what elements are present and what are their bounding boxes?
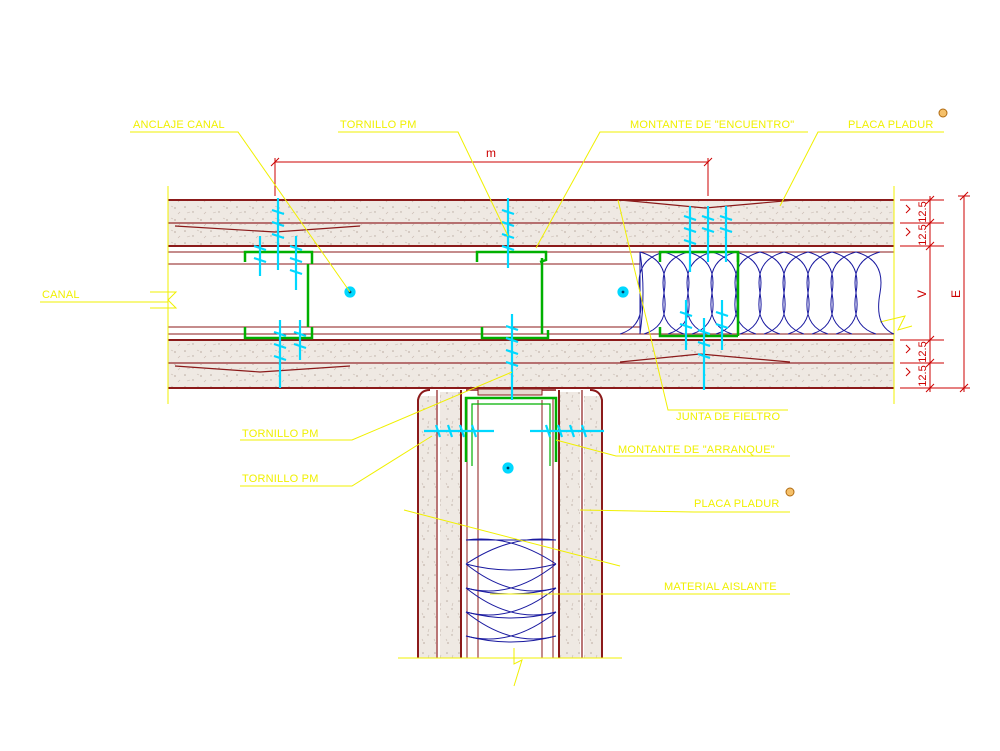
main-wall	[150, 186, 913, 404]
break-line-icon	[150, 291, 178, 309]
break-line-icon	[513, 648, 523, 687]
insulation-t-wall	[465, 538, 557, 643]
junta-fieltro	[477, 388, 543, 396]
gypsum-board-top-outer	[168, 200, 894, 222]
label-junta-fieltro: JUNTA DE FIELTRO	[676, 411, 780, 423]
label-tornillo-pm-top: TORNILLO PM	[340, 119, 417, 131]
gypsum-board-top-inner	[168, 224, 894, 246]
dim-label-e: E	[949, 290, 963, 298]
label-material-aislante: MATERIAL AISLANTE	[664, 581, 777, 593]
label-tornillo-pm-1: TORNILLO PM	[242, 428, 319, 440]
circle-marker-icon	[938, 108, 948, 118]
dimension-right	[900, 191, 970, 393]
t-wall	[398, 388, 622, 687]
label-placa-pladur-top: PLACA PLADUR	[848, 119, 934, 131]
gypsum-board-right-inner	[560, 392, 580, 658]
gypsum-board-left-inner	[440, 392, 460, 658]
insulation-main-wall	[619, 251, 895, 335]
gypsum-board-left-outer	[418, 396, 436, 658]
label-montante-encuentro: MONTANTE DE "ENCUENTRO"	[630, 119, 794, 131]
leader-lines	[40, 131, 944, 595]
dim-board-1: 12.5	[917, 201, 929, 222]
montante-encuentro-stud	[475, 250, 550, 340]
dim-label-v: V	[915, 290, 929, 298]
screws	[253, 198, 733, 474]
dimension-m	[270, 157, 713, 196]
gypsum-board-bottom-inner	[168, 340, 894, 362]
gypsum-board-bottom-outer	[168, 364, 894, 388]
dim-label-m: m	[486, 146, 496, 160]
label-placa-pladur-right: PLACA PLADUR	[694, 498, 780, 510]
label-canal: CANAL	[42, 289, 80, 301]
dim-board-3: 12.5	[917, 341, 929, 362]
dim-board-4: 12.5	[917, 365, 929, 386]
label-montante-arranque: MONTANTE DE "ARRANQUE"	[618, 444, 775, 456]
label-anclaje-canal: ANCLAJE CANAL	[133, 119, 225, 131]
label-tornillo-pm-2: TORNILLO PM	[242, 473, 319, 485]
stud-right	[658, 250, 740, 338]
dim-board-2: 12.5	[917, 224, 929, 245]
circle-marker-icon	[785, 487, 795, 497]
break-line-icon	[879, 315, 913, 331]
gypsum-board-right-outer	[584, 396, 602, 658]
